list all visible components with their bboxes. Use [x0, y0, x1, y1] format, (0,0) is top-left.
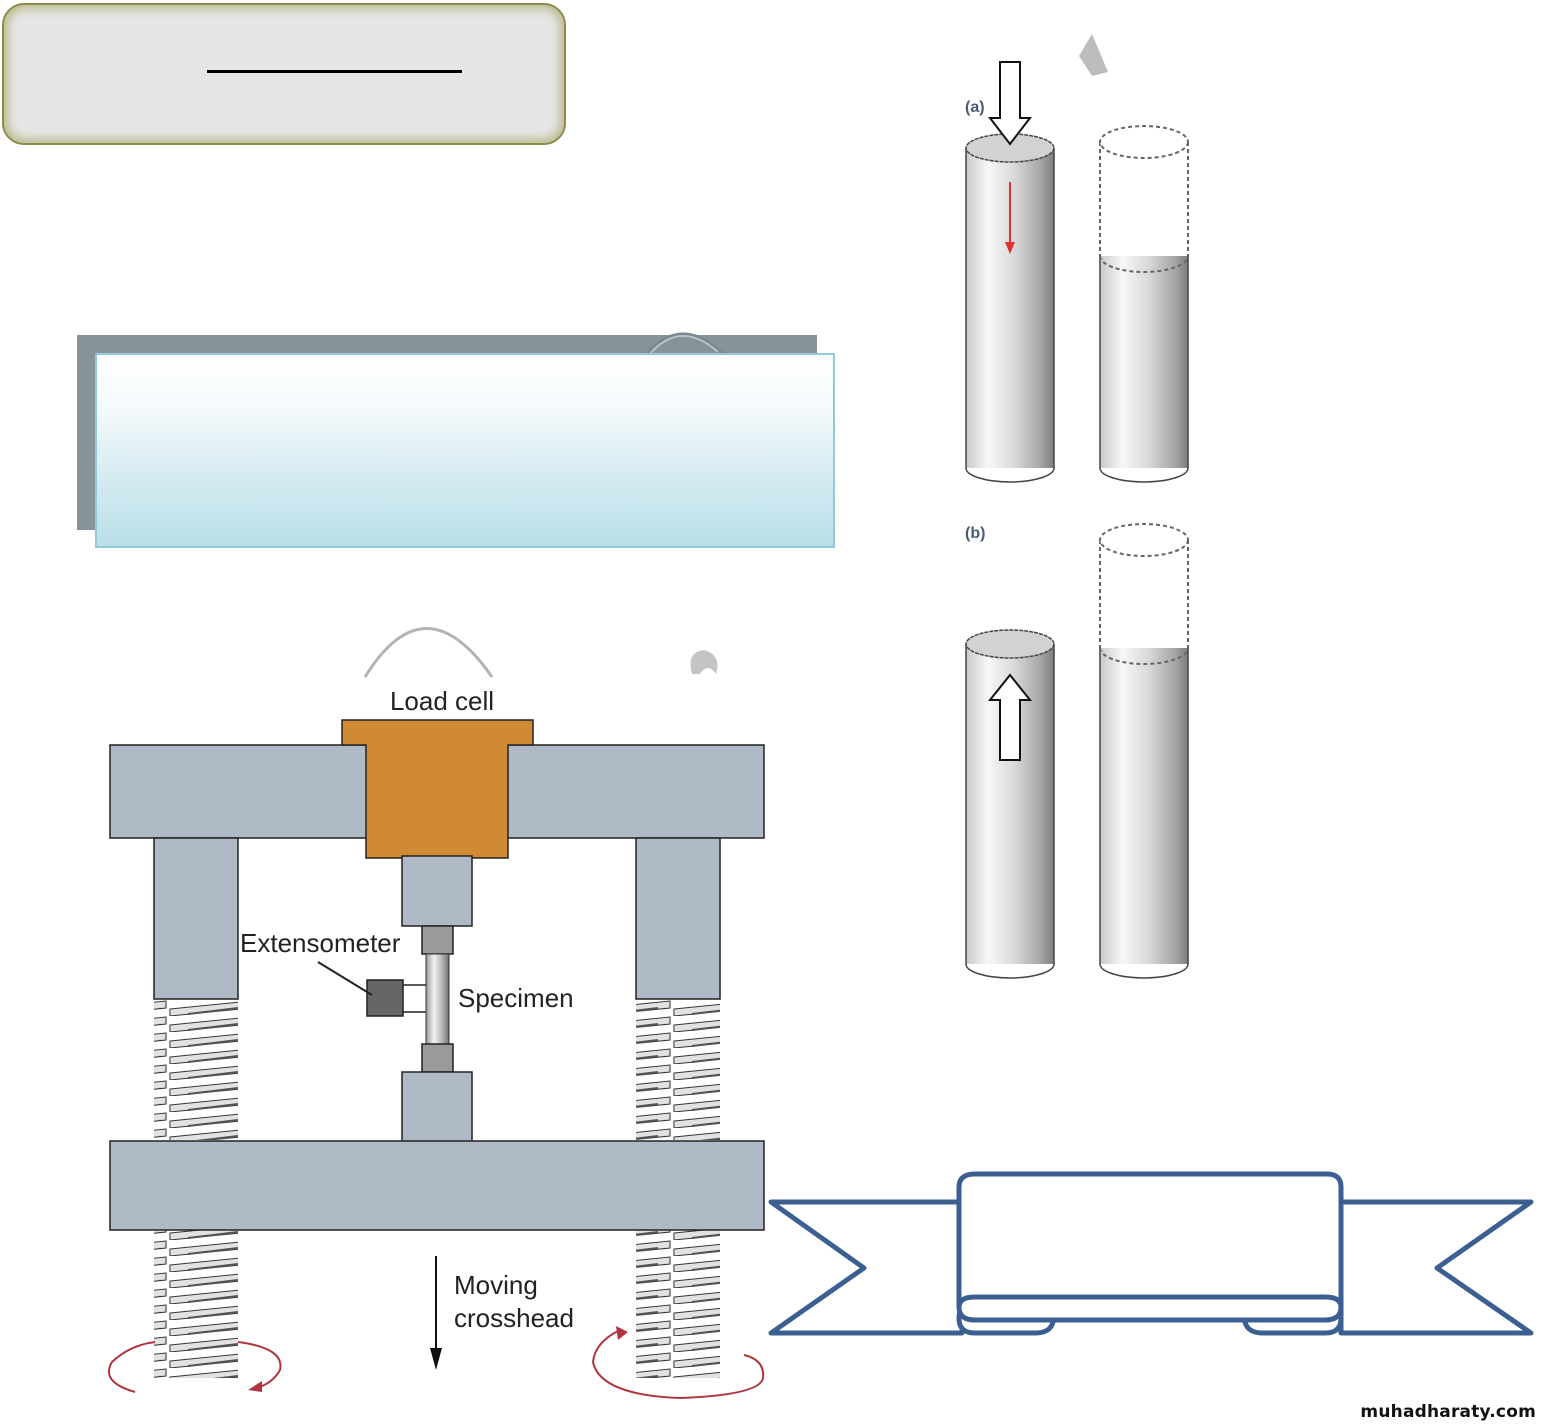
- decorative-arc-2: [363, 627, 494, 678]
- load-cell: [341, 719, 534, 859]
- ribbon-center-panel: [956, 1171, 1344, 1323]
- upper-grip: [421, 925, 454, 955]
- load-cell-label: Load cell: [390, 686, 494, 716]
- lower-grip-block: [401, 1071, 473, 1143]
- panel-b-label: (b): [965, 525, 985, 542]
- right-lead-screw-upper: [636, 1000, 720, 1140]
- right-lead-screw-lower: [636, 1230, 720, 1378]
- specimen-label: Specimen: [458, 983, 574, 1013]
- cylinder-deformation-figure: (a) (b): [965, 34, 1189, 979]
- crosshead-label: crosshead: [454, 1303, 574, 1333]
- rotation-arrow-right: [591, 1329, 765, 1400]
- lower-grip: [421, 1043, 454, 1073]
- panel-a-label: (a): [965, 99, 985, 116]
- decorative-blob: [690, 650, 718, 674]
- left-column: [153, 837, 239, 1000]
- callout-box: [95, 353, 835, 548]
- decorative-arc: [642, 332, 724, 360]
- cylinder-a-deformed: [1099, 125, 1189, 483]
- rotation-arrow-left: [107, 1341, 156, 1393]
- left-lead-screw-lower: [154, 1230, 238, 1378]
- extensometer-leader-line: [317, 961, 373, 996]
- compression-arrow-down: [987, 61, 1033, 146]
- ribbon-right-tail: [1338, 1199, 1534, 1336]
- moving-label: Moving: [454, 1270, 538, 1300]
- specimen: [425, 953, 450, 1045]
- extensometer-label: Extensometer: [240, 928, 401, 958]
- ribbon-left-tail: [768, 1199, 965, 1336]
- right-column: [635, 837, 721, 1000]
- upper-grip-block: [401, 855, 473, 927]
- tension-arrow-up: [987, 673, 1033, 761]
- watermark: muhadharaty.com: [1360, 1402, 1536, 1422]
- title-underline: [207, 70, 462, 73]
- tensile-machine-diagram: Load cell Extensometer Specimen Moving c…: [107, 627, 765, 1400]
- cylinder-b-deformed: [1099, 523, 1189, 979]
- ribbon-banner: [768, 1171, 1534, 1336]
- moving-crosshead: [109, 1140, 765, 1231]
- extensometer: [366, 979, 404, 1017]
- title-box: [2, 3, 566, 145]
- decorative-shape: [1079, 34, 1108, 76]
- left-lead-screw-upper: [154, 1000, 238, 1140]
